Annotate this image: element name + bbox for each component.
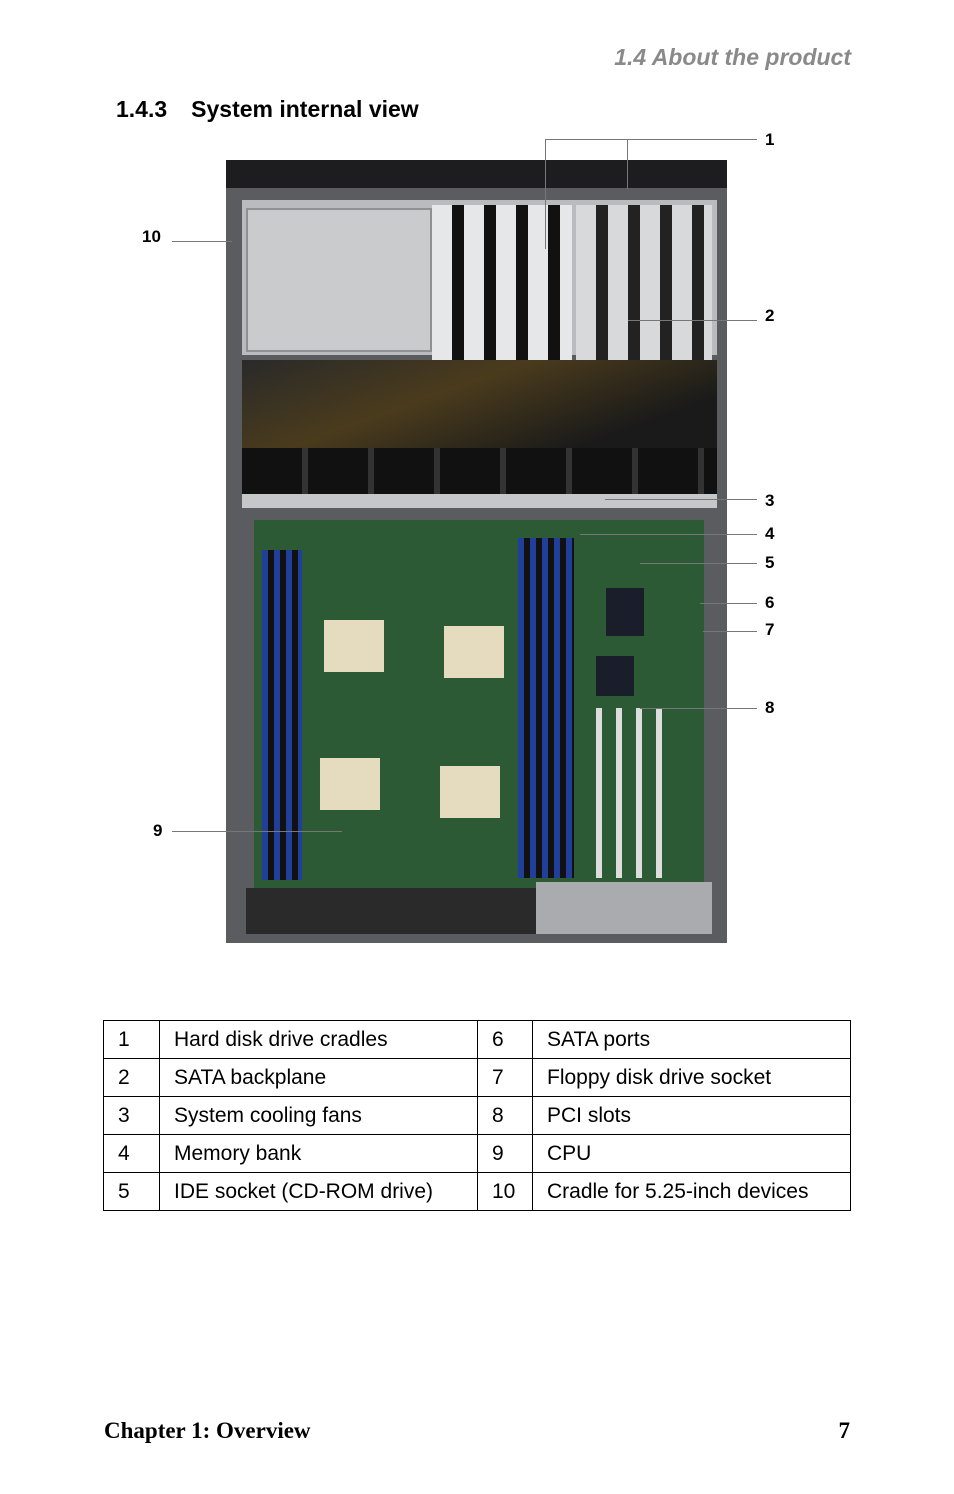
callout-1: 1 (765, 130, 775, 149)
item-label: SATA backplane (159, 1058, 478, 1097)
item-label: Cradle for 5.25-inch devices (532, 1172, 851, 1211)
leader-line-1a (545, 139, 546, 249)
leader-line-6 (700, 603, 757, 604)
chipset-heatsink (596, 656, 634, 696)
cable-area (242, 360, 717, 450)
item-number: 8 (477, 1096, 533, 1135)
callout-4: 4 (765, 524, 775, 543)
callout-6: 6 (765, 593, 775, 612)
item-number: 5 (103, 1172, 160, 1211)
hdd-cradle-2 (576, 205, 712, 385)
section-number: 1.4.3 (116, 96, 168, 122)
chassis-top-edge (226, 160, 727, 188)
callout-5: 5 (765, 553, 775, 572)
item-number: 10 (477, 1172, 533, 1211)
item-label: System cooling fans (159, 1096, 478, 1135)
leader-line-10 (172, 241, 232, 242)
item-number: 4 (103, 1134, 160, 1173)
section-heading: 1.4.3 System internal view (116, 96, 443, 123)
bottom-fans (246, 888, 536, 934)
item-number: 1 (103, 1020, 160, 1059)
leader-line-5 (640, 563, 757, 564)
cpu-socket (440, 766, 500, 818)
item-number: 9 (477, 1134, 533, 1173)
leader-line-2 (628, 320, 757, 321)
item-label: IDE socket (CD-ROM drive) (159, 1172, 478, 1211)
running-header: 1.4 About the product (614, 44, 851, 70)
item-label: PCI slots (532, 1096, 851, 1135)
cpu-socket (444, 626, 504, 678)
fan-bracket (242, 494, 717, 508)
item-number: 7 (477, 1058, 533, 1097)
item-label: Hard disk drive cradles (159, 1020, 478, 1059)
page-number: 7 (838, 1418, 851, 1443)
memory-bank-left (262, 550, 302, 880)
callout-10: 10 (142, 227, 161, 246)
callout-9: 9 (153, 821, 163, 840)
leader-line-1 (545, 139, 757, 140)
item-number: 3 (103, 1096, 160, 1135)
item-label: Memory bank (159, 1134, 478, 1173)
leader-line-4 (580, 534, 757, 535)
rear-io (536, 882, 712, 934)
item-label: SATA ports (532, 1020, 851, 1059)
leader-line-3 (605, 499, 757, 500)
callout-8: 8 (765, 698, 775, 717)
chipset-heatsink (606, 588, 644, 636)
callout-2: 2 (765, 306, 775, 325)
memory-bank-right (518, 538, 574, 878)
leader-line-1b (627, 139, 628, 189)
cpu-socket (320, 758, 380, 810)
leader-line-9 (172, 831, 342, 832)
item-label: CPU (532, 1134, 851, 1173)
cradle-5-25 (246, 208, 432, 352)
footer-chapter: Chapter 1: Overview (104, 1418, 311, 1443)
cooling-fans (242, 448, 717, 494)
leader-line-7 (703, 631, 757, 632)
section-title: System internal view (191, 96, 419, 122)
item-number: 6 (477, 1020, 533, 1059)
leader-line-8 (640, 708, 757, 709)
item-number: 2 (103, 1058, 160, 1097)
pci-slots (596, 708, 676, 878)
callout-7: 7 (765, 620, 775, 639)
callout-3: 3 (765, 491, 775, 510)
cpu-socket (324, 620, 384, 672)
system-internal-photo (226, 160, 727, 943)
item-label: Floppy disk drive socket (532, 1058, 851, 1097)
